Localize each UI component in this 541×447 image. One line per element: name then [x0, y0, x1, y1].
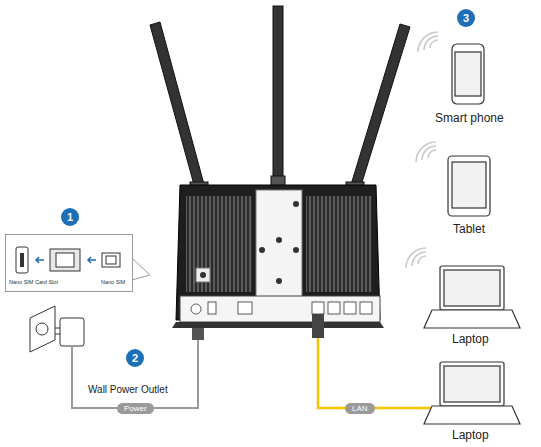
- sim-label: Nano SIM: [101, 279, 125, 285]
- power-adapter: [30, 306, 84, 352]
- callout-box: Nano SIM Card Slot Nano SIM: [5, 234, 133, 292]
- device-label: Laptop: [452, 428, 489, 442]
- lan-cable: [318, 338, 432, 408]
- callout-number: 1: [61, 208, 79, 226]
- slot-label: Nano SIM Card Slot: [9, 279, 58, 285]
- callout-pointer: [132, 258, 150, 280]
- outlet-label: Wall Power Outlet: [88, 384, 168, 395]
- device-label: Smart phone: [435, 111, 504, 125]
- device-label: Tablet: [453, 222, 485, 236]
- device-label: Laptop: [452, 332, 489, 346]
- cable-label: Power: [117, 403, 154, 414]
- lan-plug: [312, 314, 324, 338]
- devices: [424, 44, 520, 424]
- power-cable: [72, 338, 198, 408]
- antenna: [150, 6, 410, 192]
- router-body: [172, 185, 384, 328]
- power-plug: [192, 328, 204, 340]
- callout-number: 3: [457, 9, 475, 27]
- callout-number: 2: [126, 349, 144, 367]
- wifi-signal: [406, 32, 438, 268]
- cable-label: LAN: [345, 403, 375, 414]
